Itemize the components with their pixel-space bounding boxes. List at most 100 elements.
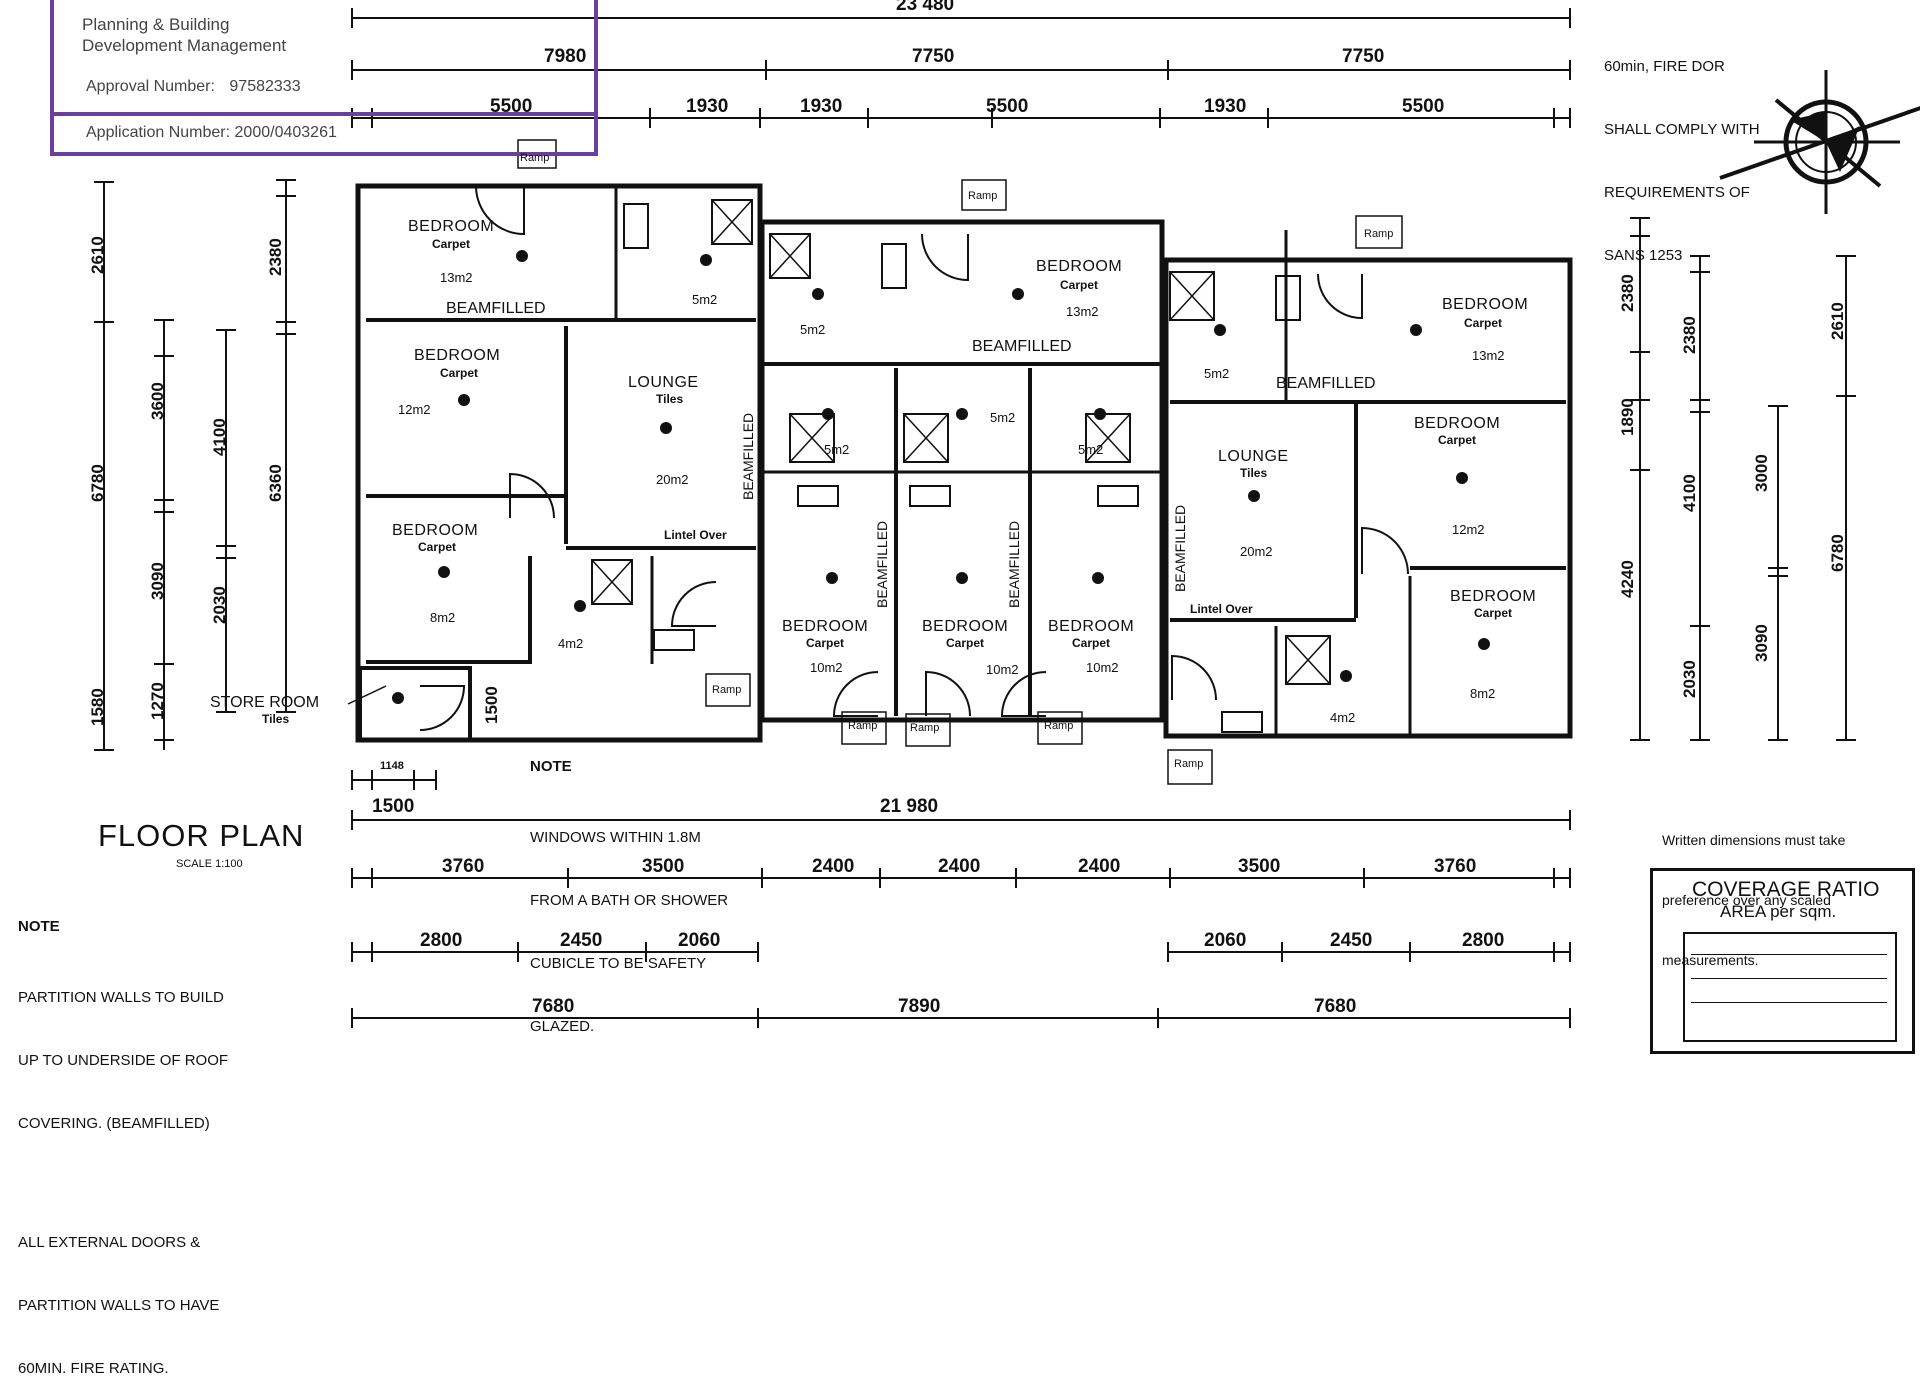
dim-left-inner: 6360 — [266, 464, 285, 502]
beamfilled-label: BEAMFILLED — [972, 338, 1072, 355]
application-number: 2000/0403261 — [234, 124, 337, 141]
stamp-dept-line1: Planning & Building — [82, 15, 230, 34]
dim-top-bay: 7750 — [1342, 46, 1385, 67]
room-finish: Carpet — [946, 636, 985, 650]
light-point — [826, 572, 838, 584]
light-point — [516, 250, 528, 262]
shower-cubicle — [903, 413, 949, 463]
dim-bottom-row3: 7680 — [1314, 996, 1357, 1017]
plan-scale: SCALE 1:100 — [176, 858, 243, 870]
light-point — [1012, 288, 1024, 300]
beamfilled-label: BEAMFILLED — [874, 520, 890, 608]
light-point — [700, 254, 712, 266]
ramp — [961, 179, 1007, 211]
dim-left-outer: 6780 — [88, 464, 107, 502]
room-area: 8m2 — [1470, 686, 1496, 701]
room-name: BEDROOM — [1450, 588, 1537, 605]
dim-top-detail: 5500 — [1402, 96, 1445, 117]
coverage-table — [1683, 932, 1897, 1042]
dim-top-detail: 1930 — [686, 96, 729, 117]
store-room-label: STORE ROOM — [210, 694, 320, 711]
shower-cubicle — [1285, 635, 1331, 685]
light-point — [1248, 490, 1260, 502]
approval-label: Approval Number: — [86, 78, 215, 95]
basin — [1221, 711, 1263, 733]
dim-bottom-row3: 7890 — [898, 996, 941, 1017]
shower-cubicle — [769, 233, 811, 279]
dim-right-b: 2380 — [1680, 316, 1699, 354]
door-swing — [832, 671, 879, 717]
ramp-label: Ramp — [1044, 720, 1074, 732]
toilet — [1275, 275, 1301, 321]
door-swing — [419, 685, 466, 731]
note-heading: NOTE — [530, 758, 572, 775]
room-finish: Carpet — [1474, 606, 1513, 620]
door-swing — [1317, 273, 1363, 320]
shower-cross — [903, 413, 949, 463]
dim-left-inner2: 4100 — [210, 418, 229, 456]
exterior-wall — [1163, 257, 1573, 739]
dim-left-outer: 2610 — [88, 236, 107, 274]
light-point — [956, 572, 968, 584]
shower-cross — [769, 233, 811, 279]
light-point — [458, 394, 470, 406]
ramp — [705, 673, 751, 707]
shower-cross — [1285, 635, 1331, 685]
compass-needle — [1826, 126, 1860, 172]
ramp-label: Ramp — [712, 684, 742, 696]
dim-top-detail: 1930 — [800, 96, 843, 117]
shower-cubicle — [1085, 413, 1131, 463]
shower-cross — [1085, 413, 1131, 463]
beamfilled-label: BEAMFILLED — [1276, 375, 1376, 392]
dim-bottom-row1: 3760 — [442, 856, 485, 877]
small-room-area: 5m2 — [824, 442, 850, 457]
dim-left-mid: 3090 — [148, 562, 167, 600]
door-swing — [1171, 654, 1217, 701]
room-name: BEDROOM — [414, 347, 501, 364]
room-area: 20m2 — [656, 472, 689, 487]
light-point — [392, 692, 404, 704]
room-name: BEDROOM — [1036, 258, 1123, 275]
light-point — [822, 408, 834, 420]
door-swing — [1000, 671, 1047, 717]
light-point — [1214, 324, 1226, 336]
dim-bottom-tiny: 1148 — [380, 760, 404, 772]
ramp — [905, 713, 951, 747]
light-point — [1092, 572, 1104, 584]
exterior-wall — [355, 183, 763, 743]
dim-bottom-row2: 2450 — [1330, 930, 1373, 951]
dim-left-inner2: 2030 — [210, 586, 229, 624]
store-room-finish: Tiles — [262, 712, 290, 726]
stamp-divider — [50, 112, 598, 116]
small-room-area: 4m2 — [1330, 710, 1356, 725]
note-line: ALL EXTERNAL DOORS & — [18, 1234, 201, 1251]
shower-cubicle — [1169, 271, 1215, 321]
small-room-area: 5m2 — [800, 322, 826, 337]
room-area: 8m2 — [430, 610, 456, 625]
ramp — [1355, 215, 1403, 249]
room-area: 10m2 — [810, 660, 843, 675]
dim-right-c: 3000 — [1752, 454, 1771, 492]
partition-note: NOTE PARTITION WALLS TO BUILD UP TO UNDE… — [18, 874, 228, 1400]
written-dimensions-note: Written dimensions must take preference … — [1662, 790, 1845, 990]
room-finish: Tiles — [656, 392, 684, 406]
dim-left-mid: 3600 — [148, 382, 167, 420]
ramp-label: Ramp — [520, 152, 550, 164]
light-point — [1410, 324, 1422, 336]
room-name: BEDROOM — [392, 522, 479, 539]
room-name: BEDROOM — [1442, 296, 1529, 313]
dim-bottom-row1: 2400 — [812, 856, 855, 877]
dim-bottom-row2: 2060 — [678, 930, 721, 951]
plan-title: FLOOR PLAN — [98, 818, 305, 853]
dim-left-mid: 1270 — [148, 682, 167, 720]
light-point — [438, 566, 450, 578]
dim-overall-top: 23 480 — [896, 0, 955, 15]
fire-note-line: REQUIREMENTS OF — [1604, 184, 1750, 201]
small-room-area: 5m2 — [1078, 442, 1104, 457]
room-area: 13m2 — [1472, 348, 1505, 363]
room-name: LOUNGE — [1218, 448, 1289, 465]
dim-top-bay: 7750 — [912, 46, 955, 67]
dim-overall-bottom: 21 980 — [880, 796, 939, 817]
note-line: PARTITION WALLS TO HAVE — [18, 1297, 220, 1314]
